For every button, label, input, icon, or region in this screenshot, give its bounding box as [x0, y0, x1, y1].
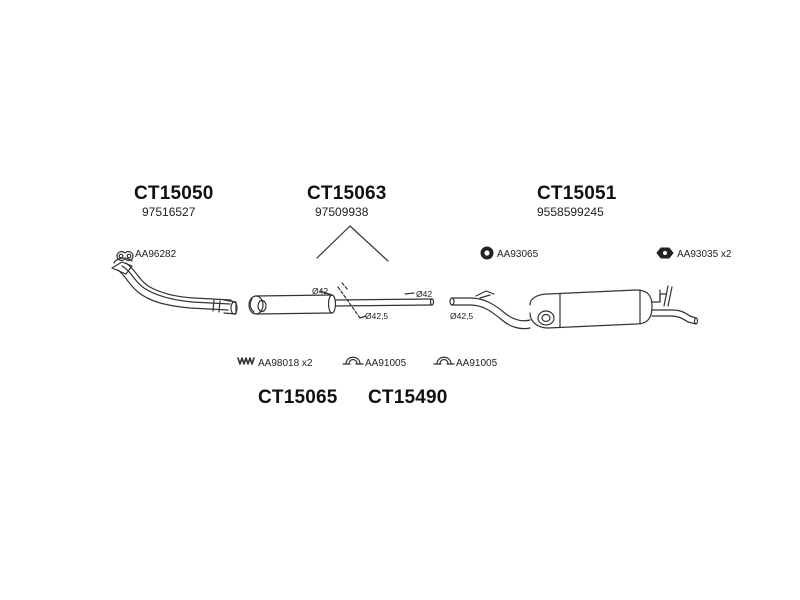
pointer-lines [316, 225, 389, 262]
oem-number-rear-silencer: 9558599245 [537, 205, 604, 219]
accessory-label-clamp-2: AA91005 [456, 358, 498, 369]
part-code-kit-b: CT15490 [368, 387, 448, 408]
dimension-mid-joint: Ø42,5 [365, 311, 389, 321]
front-pipe [111, 257, 238, 315]
spring-icon [237, 357, 255, 365]
accessory-label-clamp-1: AA91005 [365, 358, 407, 369]
accessory-label-gasket: AA96282 [135, 249, 177, 260]
part-code-front-pipe: CT15050 [134, 183, 214, 204]
rubber-mount-icon [656, 247, 674, 259]
rear-silencer [449, 285, 699, 330]
part-code-kit-a: CT15065 [258, 387, 338, 408]
middle-silencer [248, 282, 435, 319]
part-code-middle-silencer: CT15063 [307, 183, 387, 204]
accessory-label-ring: AA93065 [497, 249, 539, 260]
clamp-icon-1 [342, 356, 364, 365]
dimension-mid-outlet: Ø42 [416, 289, 433, 299]
part-code-rear-silencer: CT15051 [537, 183, 617, 204]
accessory-label-spring: AA98018 x2 [258, 358, 313, 369]
gasket-icon [116, 250, 134, 262]
oem-number-front-pipe: 97516527 [142, 205, 196, 219]
dimension-rear-inlet: Ø42,5 [450, 311, 474, 321]
clamp-icon-2 [433, 356, 455, 365]
ring-icon [480, 246, 494, 260]
oem-number-middle-silencer: 97509938 [315, 205, 369, 219]
accessory-label-rubber-mount: AA93035 x2 [677, 249, 732, 260]
